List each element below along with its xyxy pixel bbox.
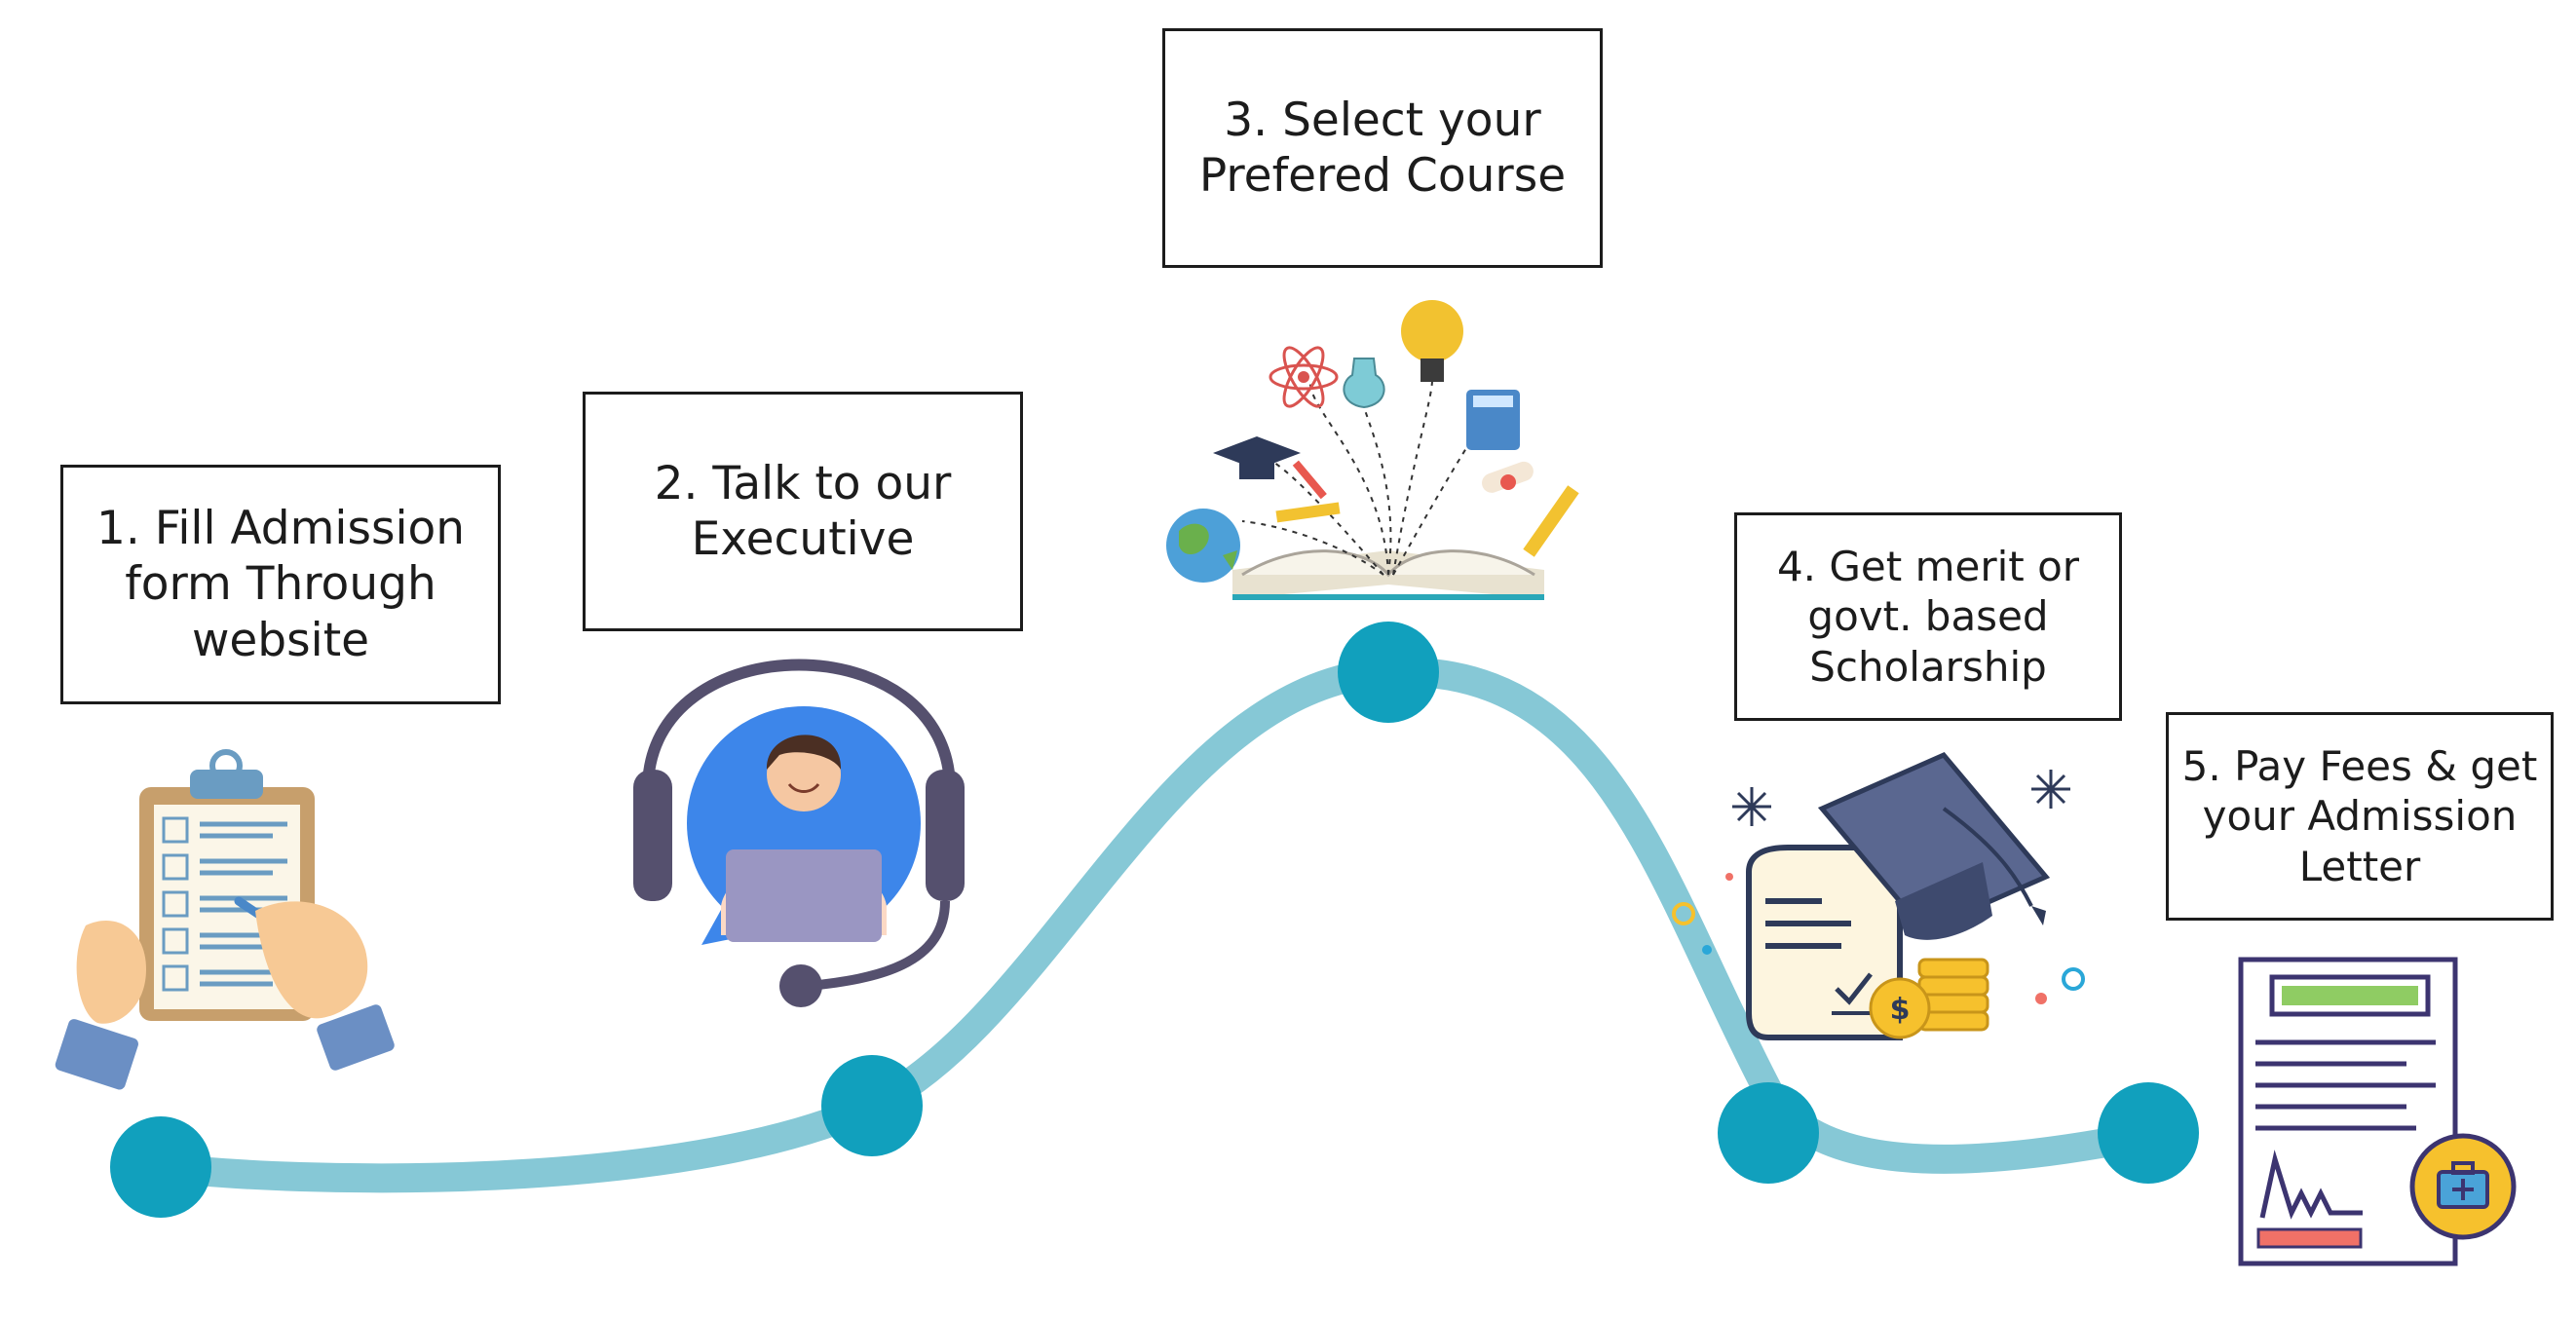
step-node-2: [821, 1055, 923, 1156]
step-2-line-2: Executive: [691, 512, 915, 566]
step-2-line-1: 2. Talk to our: [654, 456, 952, 510]
clipboard-form-icon: [55, 749, 395, 1090]
step-4-line-2: govt. based: [1807, 592, 2049, 641]
open-book-courses-icon: [1166, 300, 1579, 600]
step-node-5: [2098, 1082, 2199, 1184]
scholarship-icon: $: [1672, 751, 2085, 1040]
step-5-box: 5. Pay Fees & get your Admission Letter: [2166, 712, 2554, 921]
step-1-line-2: form Through: [125, 557, 436, 612]
step-5-line-2: your Admission: [2202, 792, 2518, 841]
step-4-box: 4. Get merit or govt. based Scholarship: [1734, 512, 2122, 721]
step-3-box: 3. Select your Prefered Course: [1162, 28, 1603, 268]
step-5-line-3: Letter: [2298, 842, 2421, 890]
step-4-line-1: 4. Get merit or: [1776, 543, 2080, 591]
support-executive-icon: [633, 659, 965, 1007]
step-1-line-3: website: [191, 613, 370, 667]
step-2-box: 2. Talk to our Executive: [583, 392, 1023, 631]
step-5-line-1: 5. Pay Fees & get: [2181, 742, 2538, 791]
svg-text:$: $: [1890, 993, 1911, 1027]
step-3-line-2: Prefered Course: [1198, 149, 1567, 203]
step-node-4: [1718, 1082, 1819, 1184]
step-1-line-1: 1. Fill Admission: [95, 502, 466, 555]
step-node-3: [1338, 622, 1439, 723]
admission-letter-icon: [2238, 957, 2517, 1266]
step-3-line-1: 3. Select your: [1224, 93, 1541, 147]
step-node-1: [110, 1116, 211, 1218]
step-1-box: 1. Fill Admission form Through website: [60, 465, 501, 704]
step-4-line-3: Scholarship: [1809, 642, 2047, 691]
